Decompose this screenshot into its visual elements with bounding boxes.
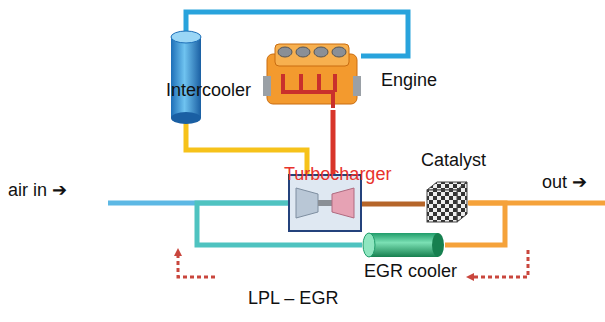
catalyst-symbol [425, 180, 469, 224]
turbine-out-pipe [362, 202, 425, 207]
outlet-label: out ➔ [542, 172, 587, 193]
part-label: Catalyst [421, 150, 486, 171]
charge-air-pipe [186, 12, 408, 56]
intercooler-symbol [170, 30, 202, 125]
part-label: Turbocharger [284, 164, 391, 185]
turbocharger-node: Turbocharger [288, 174, 362, 232]
flow-arrow-left [178, 252, 215, 277]
part-label: Engine [381, 70, 437, 91]
egr-cooler-symbol [362, 232, 445, 258]
catalyst-node: Catalyst [425, 180, 469, 224]
part-label: EGR cooler [364, 261, 457, 282]
inlet-label: air in ➔ [8, 180, 67, 201]
egr-cooler-node: EGR cooler [362, 232, 445, 258]
intercooler-node: Intercooler [170, 30, 202, 125]
part-label: Intercooler [166, 80, 251, 101]
flow-arrow-right [470, 250, 528, 277]
engine-symbol [263, 40, 361, 110]
engine-node: Engine [263, 40, 361, 110]
system-label: LPL – EGR [248, 288, 338, 309]
